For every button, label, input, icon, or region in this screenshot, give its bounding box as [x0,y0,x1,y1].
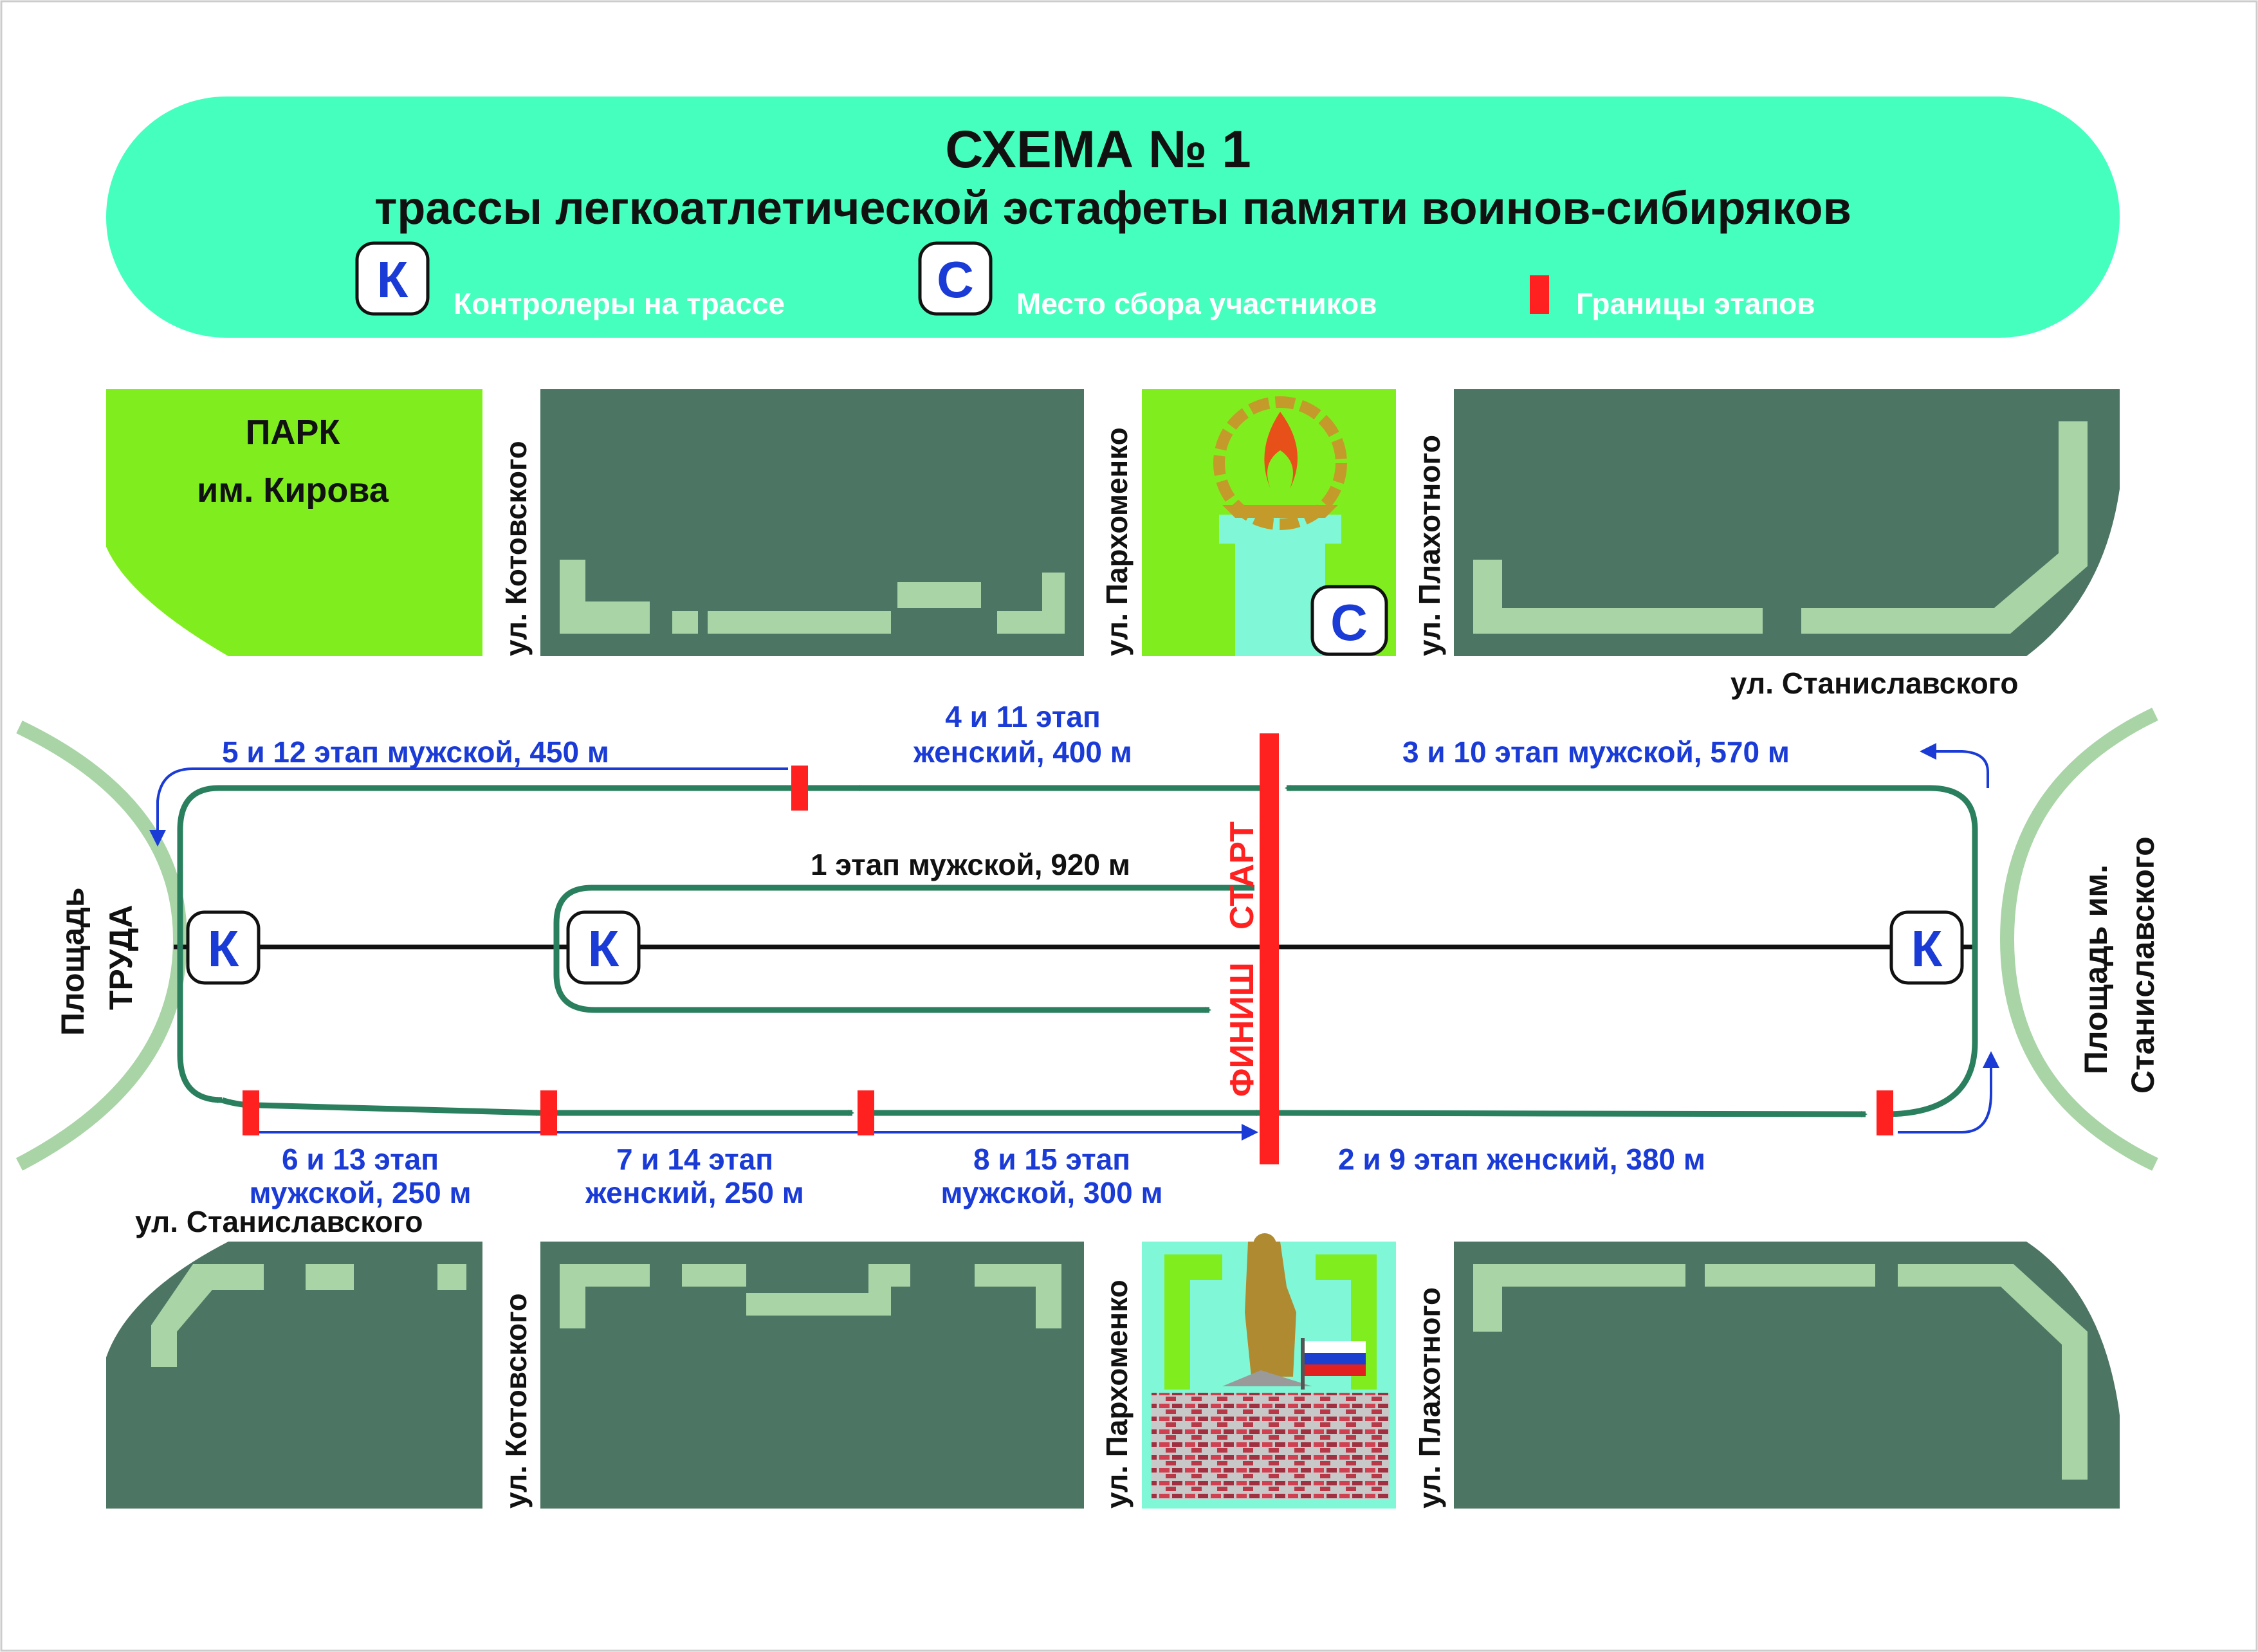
route-segment-stage5 [177,785,856,1103]
boundary-marker-icon [1530,275,1549,314]
stage6-label-line1: 6 и 13 этап [282,1143,439,1176]
gathering-badge-icon [918,241,993,316]
gathering-badge-letter: С [937,251,974,308]
square-stanislavskogo-label-line2: Станиславского [2125,836,2161,1094]
lenin-monument [1142,1233,1396,1509]
park-label-line1: ПАРК [246,413,341,452]
street-plakhotnogo-top: ул. Плахотного [1413,435,1446,656]
start-label: СТАРТ [1224,821,1261,930]
park-label-line2: им. Кирова [197,471,389,509]
memorial-eternal-flame: С [1142,389,1396,656]
direction-arrow-stage5 [149,767,788,847]
block-top-2 [540,389,1084,656]
legend-boundary: Границы этапов [1530,275,1815,320]
controller-point-left: К [186,910,261,985]
square-stanislavskogo-label-line1: Площадь им. [2078,865,2114,1074]
block-bottom-1 [106,1242,482,1509]
stage5-label: 5 и 12 этап мужской, 450 м [222,735,609,769]
stage-boundary-marker [540,1090,557,1135]
direction-arrow-stage2 [1898,1051,1999,1133]
square-stanislavskogo-arc [1999,708,2158,1171]
street-plakhotnogo-bottom: ул. Плахотного [1413,1287,1446,1509]
controller-letter: К [588,920,620,977]
stage2-label: 2 и 9 этап женский, 380 м [1338,1143,1705,1176]
page-subtitle: трассы легкоатлетической эстафеты памяти… [374,183,1851,234]
street-stanislavskogo-top: ул. Станиславского [1730,666,2018,700]
gathering-point-badge-icon [1310,585,1388,656]
square-truda-label-line2: ТРУДА [103,904,139,1010]
stage-boundary-marker [243,1090,259,1135]
page-title: СХЕМА № 1 [945,120,1251,179]
stage7-label-line2: женский, 250 м [585,1176,804,1209]
gathering-legend-label: Место сбора участников [1016,287,1377,320]
controller-legend-label: Контролеры на трассе [454,287,785,320]
legend-gathering: С Место сбора участников [918,241,1377,320]
legend-controller: К Контролеры на трассе [355,241,785,320]
stage-boundary-marker [1877,1090,1893,1135]
boundary-legend-label: Границы этапов [1576,287,1815,320]
header-panel: СХЕМА № 1 трассы легкоатлетической эстаф… [106,96,2120,338]
gathering-point-letter: С [1330,594,1368,651]
street-parkhomenko-bottom: ул. Пархоменко [1100,1280,1134,1509]
route-segment-stage2 [1267,1110,1868,1117]
square-truda-label-line1: Площадь [55,887,91,1036]
stage7-label-line1: 7 и 14 этап [616,1143,773,1176]
stage4-label-line2: женский, 400 м [913,735,1132,769]
controller-point-center: К [566,910,641,985]
statue-icon [1245,1242,1296,1377]
brick-plinth [1152,1393,1390,1499]
direction-arrow-stage3 [1920,743,1989,788]
stage1-label: 1 этап мужской, 920 м [811,848,1130,881]
controller-letter: К [1911,920,1943,977]
controller-badge-letter: К [377,251,408,308]
russian-flag-icon [1305,1341,1366,1376]
street-kotovskogo-top: ул. Котовского [499,441,533,656]
eternal-flame-icon [1264,412,1298,489]
finish-label: ФИНИШ [1224,962,1261,1097]
street-parkhomenko-top: ул. Пархоменко [1100,427,1134,656]
park-kirova: ПАРК им. Кирова [106,389,482,656]
street-kotovskogo-bottom: ул. Котовского [499,1293,533,1509]
street-stanislavskogo-bottom: ул. Станиславского [135,1205,423,1238]
controller-letter: К [208,920,239,977]
stage-boundary-marker [858,1090,874,1135]
stage8-label-line2: мужской, 300 м [941,1176,1162,1209]
controller-icon [566,910,641,985]
controller-point-right: К [1889,910,1964,985]
stage4-label-line1: 4 и 11 этап [945,700,1101,733]
stage8-label-line1: 8 и 15 этап [973,1143,1130,1176]
route-segment-stage1 [553,885,1254,1013]
block-bottom-4 [1454,1242,2120,1509]
stage3-label: 3 и 10 этап мужской, 570 м [1402,735,1790,769]
stage6-label-line2: мужской, 250 м [249,1176,471,1209]
route-segment-stage3 [1285,785,1978,1117]
star-pedestal-icon [1222,505,1338,518]
finish-start-line [1260,733,1279,1164]
stage-boundary-marker [791,766,808,811]
block-top-4 [1454,389,2120,656]
route-segment-stage6 [221,1097,542,1116]
controller-icon [186,910,261,985]
square-truda-arc [15,720,188,1171]
controller-badge-icon [355,241,430,316]
controller-icon [1889,910,1964,985]
block-bottom-2 [540,1242,1084,1509]
laurel-wreath-icon [1213,396,1347,530]
